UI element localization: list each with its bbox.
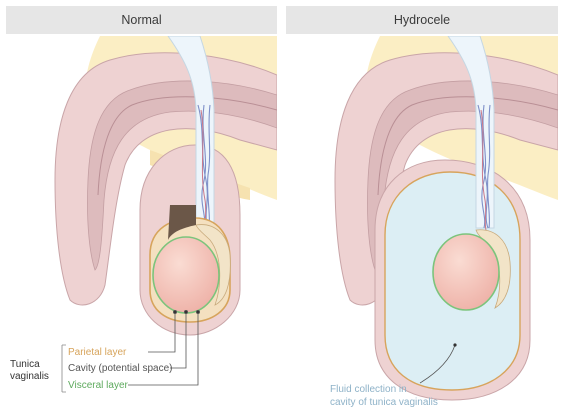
label-tunica-line1: Tunica: [10, 359, 40, 370]
testis-hydrocele: [432, 233, 500, 311]
label-cavity: Cavity (potential space): [68, 363, 173, 374]
panel-header-normal: Normal: [6, 6, 277, 34]
normal-panel-drawing: [54, 36, 277, 336]
tunica-bracket: [61, 344, 66, 393]
panel-header-hydrocele: Hydrocele: [286, 6, 558, 34]
panel-title-normal: Normal: [121, 13, 162, 27]
urethra-line-hydro: [377, 96, 558, 196]
label-fluid-line1: Fluid collection in: [330, 384, 407, 395]
label-fluid-line2: cavity of tunica vaginalis: [330, 397, 438, 408]
fluid-leader-line: [419, 344, 456, 384]
urethra-line: [97, 96, 277, 196]
corpus-cavernosum: [87, 80, 277, 271]
fluid-leader-dot: [453, 343, 457, 347]
label-visceral-layer: Visceral layer: [68, 380, 129, 391]
label-parietal-layer: Parietal layer: [68, 347, 127, 358]
panel-title-hydrocele: Hydrocele: [393, 13, 451, 27]
normal-leader-lines: [128, 309, 200, 386]
dark-inner-shadow: [168, 205, 196, 240]
epididymis: [195, 224, 231, 306]
label-tunica-line2: vaginalis: [10, 371, 49, 382]
testis-normal: [152, 236, 220, 314]
hydrocele-panel-drawing: [334, 36, 558, 401]
cord-artery-hydro: [480, 109, 487, 231]
